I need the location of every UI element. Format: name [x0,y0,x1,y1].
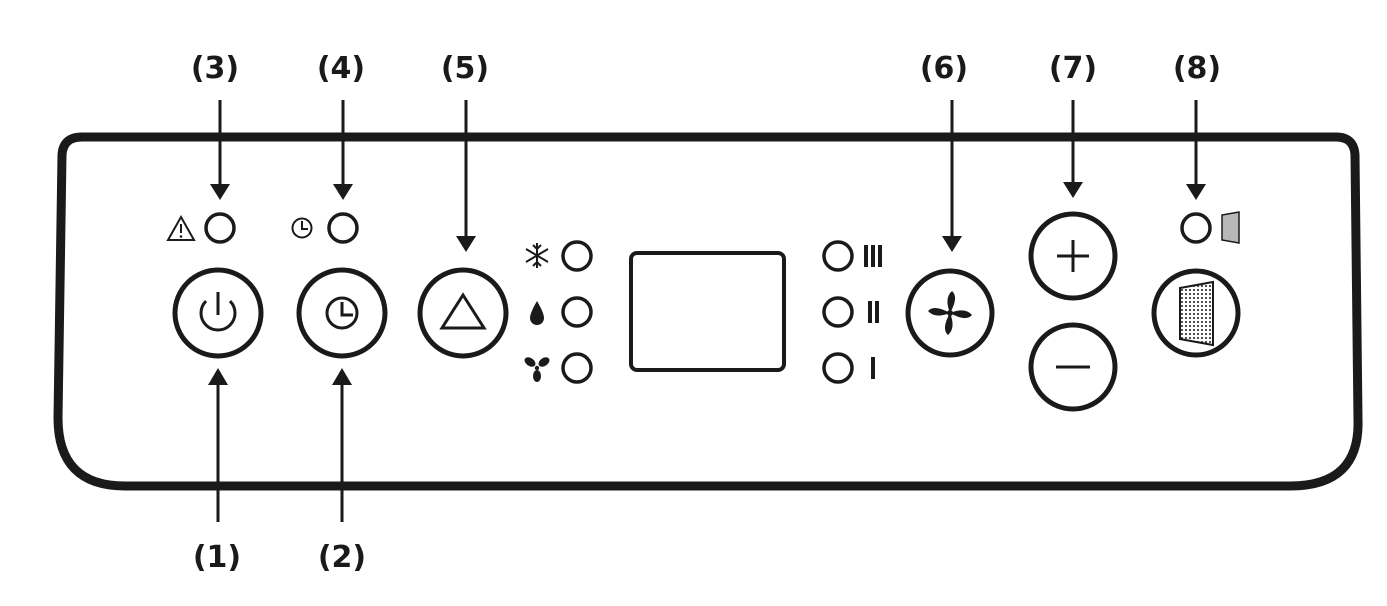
callout-label-7: (7) [1049,51,1097,86]
display-screen [629,251,786,372]
timer-button[interactable] [296,267,388,359]
timer-led [327,212,359,244]
arrow-1 [208,368,228,522]
speed-2-led [822,296,854,328]
callout-label-4: (4) [317,51,365,86]
filter-icon [1179,280,1214,347]
power-button[interactable] [172,267,264,359]
mode-indicator-dry [530,296,593,328]
water-drop-icon [530,301,544,325]
fan-speed-button[interactable] [905,268,995,358]
arrow-4 [333,100,353,200]
filter-icon [1221,211,1240,244]
filter-button[interactable] [1151,268,1241,358]
callout-label-8: (8) [1173,51,1221,86]
arrow-3 [210,100,230,200]
mode-indicator-cool [525,240,593,272]
panel-outline [53,132,1363,491]
callout-label-1: (1) [193,540,241,575]
speed-3-led [822,240,854,272]
callout-label-3: (3) [191,51,239,86]
snowflake-icon [525,243,549,268]
fan-speed-indicator-high [822,240,882,272]
triangle-icon [439,292,487,330]
fan-icon [524,357,550,382]
power-icon [199,292,237,332]
mode-button[interactable] [417,267,509,359]
plus-button[interactable] [1028,211,1118,301]
arrow-2 [332,368,352,522]
cool-led [561,240,593,272]
filter-led [1180,212,1212,244]
fan-speed-indicator-low [822,352,875,384]
arrow-8 [1186,100,1206,200]
dry-led [561,296,593,328]
timer-indicator [291,212,359,244]
warning-led [204,212,236,244]
callout-label-5: (5) [441,51,489,86]
mode-indicator-fan [524,352,593,384]
fan-speed-indicator-medium [822,296,879,328]
speed-3-icon [864,245,882,267]
timer-icon [291,217,313,239]
fan-mode-led [561,352,593,384]
callout-label-2: (2) [318,540,366,575]
plus-icon [1057,240,1089,272]
fan-icon [928,291,972,335]
arrow-5 [456,100,476,252]
warning-indicator [166,212,236,244]
timer-icon [325,296,359,330]
callout-label-6: (6) [920,51,968,86]
speed-1-icon [871,357,875,379]
minus-button[interactable] [1028,322,1118,412]
warning-icon [166,214,196,241]
filter-indicator [1180,211,1240,244]
arrow-6 [942,100,962,252]
speed-2-icon [868,301,879,323]
arrow-7 [1063,100,1083,198]
speed-1-led [822,352,854,384]
